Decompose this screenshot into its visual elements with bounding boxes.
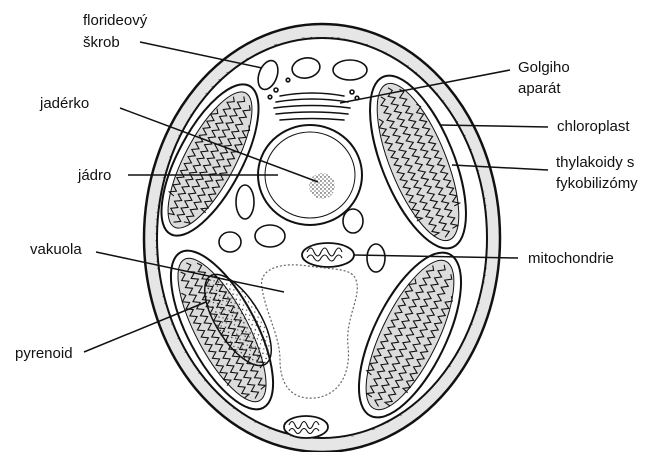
label-floridean-starch-line2: škrob: [83, 34, 120, 51]
label-golgi-line1: Golgiho: [518, 59, 570, 76]
label-thylakoids-line1: thylakoidy s: [556, 154, 634, 171]
label-vacuole: vakuola: [30, 241, 82, 258]
label-pyrenoid: pyrenoid: [15, 345, 73, 362]
label-nucleolus: jadérko: [39, 95, 89, 112]
mitochondrion-lower: [284, 416, 328, 438]
label-nucleus: jádro: [77, 167, 111, 184]
label-thylakoids-line2: fykobilizómy: [556, 175, 638, 192]
label-mitochondrion: mitochondrie: [528, 250, 614, 267]
label-chloroplast: chloroplast: [557, 118, 630, 135]
label-floridean-starch-line1: florideový: [83, 12, 148, 29]
label-golgi-line2: aparát: [518, 80, 561, 97]
mitochondrion-upper: [302, 243, 354, 267]
nucleolus: [309, 173, 335, 199]
